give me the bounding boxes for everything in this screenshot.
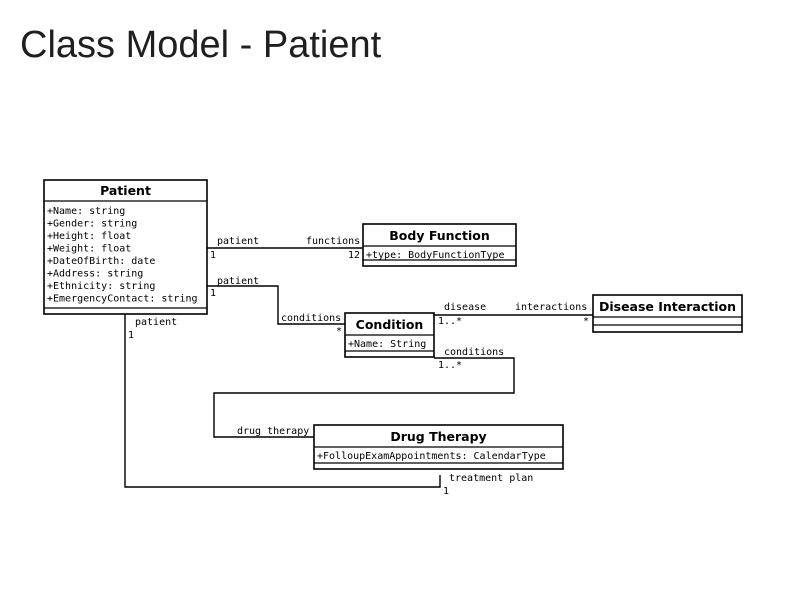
role-label: conditions (281, 313, 341, 324)
class-attribute: +Ethnicity: string (47, 281, 155, 292)
multiplicity-label: * (336, 326, 342, 337)
slide-title: Class Model - Patient (20, 24, 382, 66)
class-attribute: +Name: String (348, 339, 426, 350)
multiplicity-label: * (583, 316, 589, 327)
class-attribute: +Gender: string (47, 219, 137, 230)
class-disease-interaction: Disease Interaction (592, 294, 743, 333)
class-attribute: +type: BodyFunctionType (366, 250, 504, 261)
class-name: Disease Interaction (599, 299, 736, 314)
class-name: Body Function (389, 228, 489, 243)
role-label: patient (217, 276, 259, 287)
class-attribute: +Address: string (47, 269, 143, 280)
role-label: disease (444, 302, 486, 313)
role-label: interactions (515, 302, 587, 313)
class-name: Patient (100, 183, 151, 198)
class-attribute: +EmergencyContact: string (47, 294, 198, 305)
role-label: functions (306, 236, 360, 247)
class-patient: Patient +Name: string +Gender: string +H… (43, 179, 208, 315)
role-label: treatment plan (449, 473, 533, 484)
class-name: Condition (356, 317, 424, 332)
multiplicity-label: 1..* (438, 316, 462, 327)
class-attribute: +Weight: float (47, 244, 131, 255)
role-label: patient (217, 236, 259, 247)
class-condition: Condition +Name: String (344, 312, 435, 358)
class-attribute: +Name: string (47, 206, 125, 217)
multiplicity-label: 1 (210, 250, 216, 261)
multiplicity-label: 1 (210, 288, 216, 299)
role-label: drug therapy (237, 426, 309, 437)
class-attribute: +FolloupExamAppointments: CalendarType (317, 451, 546, 462)
multiplicity-label: 12 (348, 250, 360, 261)
association-patient-drug-therapy (124, 314, 441, 488)
association-patient-condition (207, 285, 345, 325)
role-label: patient (135, 317, 177, 328)
role-label: conditions (444, 347, 504, 358)
class-name: Drug Therapy (390, 429, 486, 444)
association-condition-drug-therapy (213, 357, 515, 438)
class-drug-therapy: Drug Therapy +FolloupExamAppointments: C… (313, 424, 564, 470)
multiplicity-label: 1 (443, 486, 449, 497)
multiplicity-label: 1..* (438, 360, 462, 371)
class-attribute: +Height: float (47, 231, 131, 242)
class-body-function: Body Function +type: BodyFunctionType (362, 223, 517, 267)
class-attribute: +DateOfBirth: date (47, 256, 155, 267)
multiplicity-label: 1 (128, 330, 134, 341)
